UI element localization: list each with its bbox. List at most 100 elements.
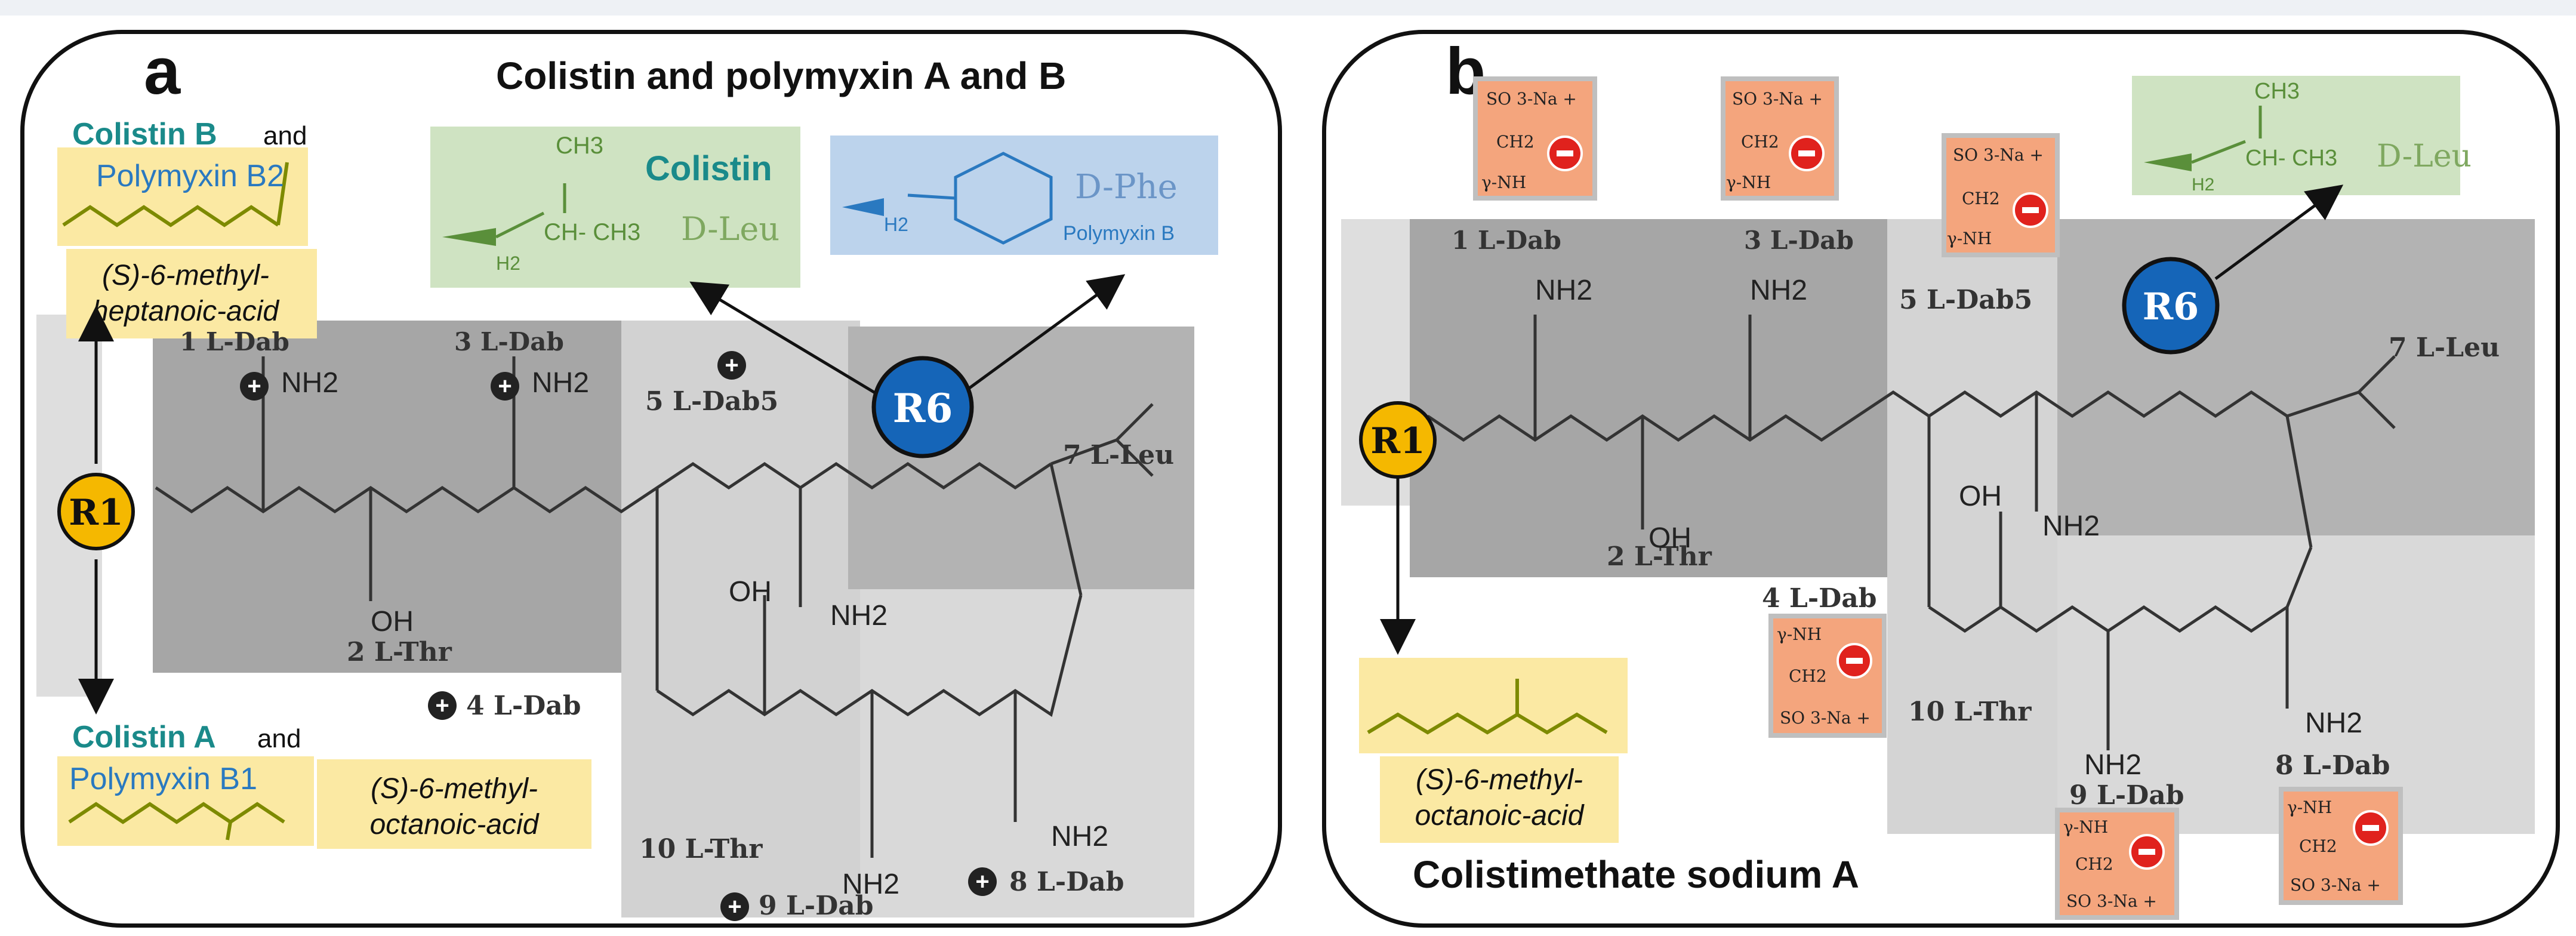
and-label-top: and: [263, 121, 307, 150]
res-b-dab5: 5 L-Dab5: [1899, 285, 2032, 315]
r6-arrow-phe: [954, 274, 1126, 400]
minus-bar-dab9: [2139, 849, 2155, 855]
ch2-text-dab5: CH2: [1962, 189, 2000, 208]
res-thr2: 2 L-Thr: [347, 637, 452, 667]
nh2-b-dab5: NH2: [2042, 510, 2100, 542]
sulfomethyl-group-dab9: γ-NH CH2 SO 3-Na +: [2055, 808, 2179, 920]
d-leu-box: [430, 127, 800, 288]
r1-label-b: R1: [1370, 420, 1425, 462]
so3-box-dab8: [2279, 787, 2403, 905]
ch2-text-dab8: CH2: [2299, 836, 2337, 856]
minus-bar-dab1: [1557, 150, 1573, 156]
gamma-nh-dab5: γ-NH: [1947, 229, 1992, 248]
plus-dab1: [240, 372, 269, 401]
nh2-dab1: NH2: [281, 367, 338, 399]
gamma-nh-dab1: γ-NH: [1481, 173, 1526, 192]
panel-b: R1 R6 b Colistimethate sodium A CH3 CH- …: [1322, 30, 2560, 928]
box-dab4-thr10: [621, 321, 860, 917]
panel-a-figure: R1 R6 a Colistin and polymyxin A and B C…: [36, 35, 1218, 921]
r1-name-line1-b: (S)-6-methyl-: [1416, 764, 1583, 796]
res-dab1: 1 L-Dab: [180, 327, 289, 356]
r6-arrow-leu: [689, 281, 885, 400]
r1-top-name-line1: (S)-6-methyl-: [102, 260, 269, 291]
panel-b-title: Colistimethate sodium A: [1413, 853, 1859, 896]
box-b-dab4-thr10: [1887, 219, 2060, 834]
d-leu-label: D-Leu: [681, 210, 779, 248]
peptide-backbone: [155, 356, 1154, 858]
so3-text-dab3: SO 3-Na +: [1732, 89, 1823, 109]
panel-a-title: Colistin and polymyxin A and B: [496, 54, 1066, 97]
r6-circle-b[interactable]: [2122, 257, 2220, 355]
res-b-dab8: 8 L-Dab: [2275, 750, 2390, 781]
so3-text-dab9: SO 3-Na +: [2066, 891, 2157, 911]
r1-chain-b: [1367, 712, 1608, 735]
peptide-backbone-b: [1426, 315, 2396, 750]
res-leu7: 7 L-Leu: [1063, 440, 1174, 470]
so3-box-dab1: [1473, 76, 1597, 201]
colistin-r6-label: Colistin: [645, 149, 772, 188]
ch2-text-dab3: CH2: [1741, 132, 1779, 152]
d-phe-box: [830, 136, 1218, 255]
d-leu-ch-ch3-b: CH- CH3: [2245, 146, 2337, 171]
d-leu-wedge: [442, 228, 496, 246]
so3-text-dab1: SO 3-Na +: [1486, 89, 1577, 109]
colistin-a-label: Colistin A: [72, 720, 216, 755]
res-b-thr2: 2 L-Thr: [1607, 541, 1712, 572]
sulfomethyl-group-dab4: γ-NH CH2 SO 3-Na +: [1768, 614, 1887, 738]
gamma-nh-dab8: γ-NH: [2287, 798, 2332, 817]
r6-arrow-b: [2214, 184, 2344, 281]
plus-dab1-sign: +: [247, 373, 261, 399]
plus-dab8-sign: +: [975, 869, 989, 895]
r1-top-name-line2: heptanoic-acid: [93, 295, 280, 327]
res-dab4: 4 L-Dab: [466, 691, 581, 721]
plus-dab3-sign: +: [498, 373, 511, 399]
minus-bar-dab3: [1798, 150, 1815, 156]
top-border: [0, 0, 2576, 16]
plus-dab4: [428, 691, 457, 720]
plus-markers: + + + + + +: [240, 351, 997, 921]
r1-chain-bg-b: [1359, 658, 1628, 753]
r1-top-chain: [62, 205, 279, 227]
r1-circle[interactable]: [57, 473, 135, 550]
colistin-b-label: Colistin B: [72, 117, 217, 152]
res-dab9: 9 L-Dab: [759, 891, 874, 921]
panel-b-figure: R1 R6 b Colistimethate sodium A CH3 CH- …: [1341, 35, 2535, 920]
res-dab3: 3 L-Dab: [454, 327, 564, 356]
d-leu-box-b: [2132, 76, 2460, 195]
sulfomethyl-group-dab1: SO 3-Na + CH2 γ-NH: [1473, 76, 1597, 201]
r6-circle[interactable]: [871, 356, 974, 458]
panel-a: R1 R6 a Colistin and polymyxin A and B C…: [20, 30, 1282, 928]
d-leu-h2: H2: [496, 253, 520, 274]
plus-dab9-sign: +: [728, 894, 741, 920]
d-phe-bond: [907, 193, 956, 200]
d-leu-label-b: D-Leu: [2377, 138, 2472, 174]
r1-name-line2-b: octanoic-acid: [1415, 800, 1585, 832]
r1-circle-b[interactable]: [1359, 401, 1437, 479]
ch2-text-dab1: CH2: [1496, 132, 1534, 152]
r6-label-b: R6: [2143, 285, 2199, 328]
r1-bottom-name-line1: (S)-6-methyl-: [371, 773, 538, 805]
r1-bottom-bg: [57, 756, 314, 846]
r6-label: R6: [893, 385, 953, 432]
and-label-bottom: and: [257, 724, 301, 753]
res-dab5: 5 L-Dab5: [645, 386, 778, 417]
res-b-thr10: 10 L-Thr: [1908, 697, 2032, 727]
minus-bar-dab4: [1846, 658, 1863, 664]
nh2-dab9: NH2: [842, 869, 899, 900]
res-dab8: 8 L-Dab: [1009, 867, 1124, 897]
d-leu-bond-b: [2191, 140, 2246, 164]
gamma-nh-dab4: γ-NH: [1777, 624, 1822, 644]
box-b-dab5-leu7: [2057, 219, 2535, 535]
d-leu-h2-b: H2: [2192, 175, 2214, 195]
res-b-dab4: 4 L-Dab: [1762, 583, 1877, 614]
nh2-dab5: NH2: [830, 600, 888, 632]
plus-dab5-sign: +: [725, 352, 738, 378]
so3-text-dab8: SO 3-Na +: [2290, 875, 2381, 895]
res-thr10: 10 L-Thr: [639, 834, 763, 864]
res-b-dab3: 3 L-Dab: [1744, 226, 1854, 255]
nh2-b-dab9: NH2: [2084, 749, 2141, 781]
so3-text-dab5: SO 3-Na +: [1953, 145, 2044, 165]
plus-dab9: [720, 892, 749, 921]
d-phe-h2: H2: [884, 214, 908, 235]
so3-box-dab4: [1768, 614, 1887, 738]
